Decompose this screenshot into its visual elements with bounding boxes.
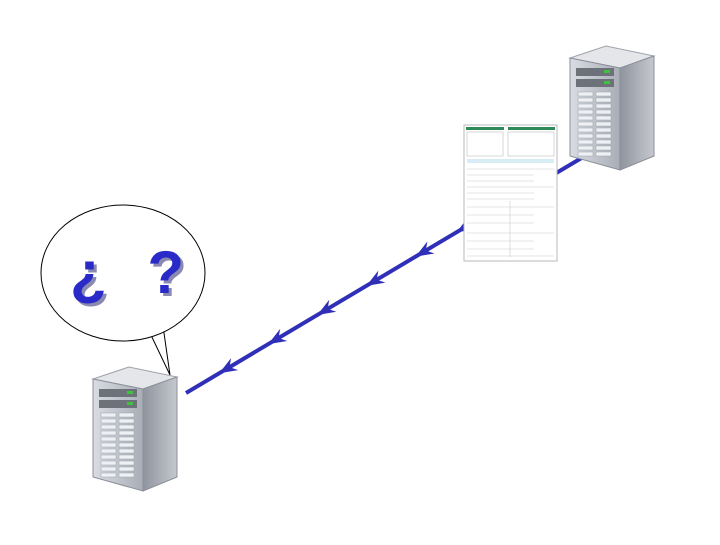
drive-bay [118, 472, 135, 478]
drive-bay [100, 412, 117, 418]
drive-bays [100, 412, 135, 478]
destination-server [568, 45, 656, 171]
direction-arrow-icon [317, 299, 337, 315]
server-side [142, 376, 178, 492]
drive-bay [577, 97, 594, 103]
drive-bay [100, 436, 117, 442]
drive-bay [100, 430, 117, 436]
drive-bay [118, 442, 135, 448]
direction-arrow-icon [268, 328, 288, 345]
drive-bay [595, 115, 612, 121]
drive-bay [595, 133, 612, 139]
drive-bay [100, 424, 117, 430]
drive-bay [577, 115, 594, 121]
drive-bay [118, 454, 135, 460]
drive-bay [595, 91, 612, 97]
drive-bay [118, 430, 135, 436]
drive-bay [577, 145, 594, 151]
status-led-icon [604, 81, 610, 84]
status-led-icon [604, 70, 610, 73]
drive-bay [100, 418, 117, 424]
drive-bay [118, 436, 135, 442]
medical-form-document-icon [463, 124, 558, 262]
direction-arrow-icon [415, 241, 435, 257]
drive-bay [577, 127, 594, 133]
direction-arrow-icon [219, 358, 239, 374]
drive-bay [118, 448, 135, 454]
speech-bubble [40, 204, 206, 376]
drive-bay [118, 460, 135, 466]
source-server [91, 366, 179, 492]
drive-bay [100, 448, 117, 454]
drive-bay [100, 460, 117, 466]
drive-bay [100, 466, 117, 472]
drive-bay [118, 466, 135, 472]
drive-bay [100, 454, 117, 460]
drive-bay [595, 109, 612, 115]
drive-bay [577, 151, 594, 157]
drive-bay [595, 145, 612, 151]
drive-bay [595, 151, 612, 157]
status-led-icon [127, 402, 133, 405]
status-led-icon [127, 391, 133, 394]
drive-bay [577, 121, 594, 127]
drive-bay [595, 139, 612, 145]
drive-bay [577, 109, 594, 115]
drive-bay [595, 97, 612, 103]
drive-bay [118, 418, 135, 424]
drive-bay [577, 133, 594, 139]
drive-bay [595, 103, 612, 109]
direction-arrow-icon [366, 270, 386, 286]
question-marks: ¿ ? [70, 239, 196, 306]
drive-bay [577, 91, 594, 97]
drive-bay [100, 442, 117, 448]
drive-bay [577, 139, 594, 145]
drive-bays [577, 91, 612, 157]
server-side [619, 55, 655, 171]
drive-bay [100, 472, 117, 478]
drive-bay [595, 127, 612, 133]
drive-bay [118, 424, 135, 430]
drive-bay [118, 412, 135, 418]
drive-bay [595, 121, 612, 127]
drive-bay [577, 103, 594, 109]
